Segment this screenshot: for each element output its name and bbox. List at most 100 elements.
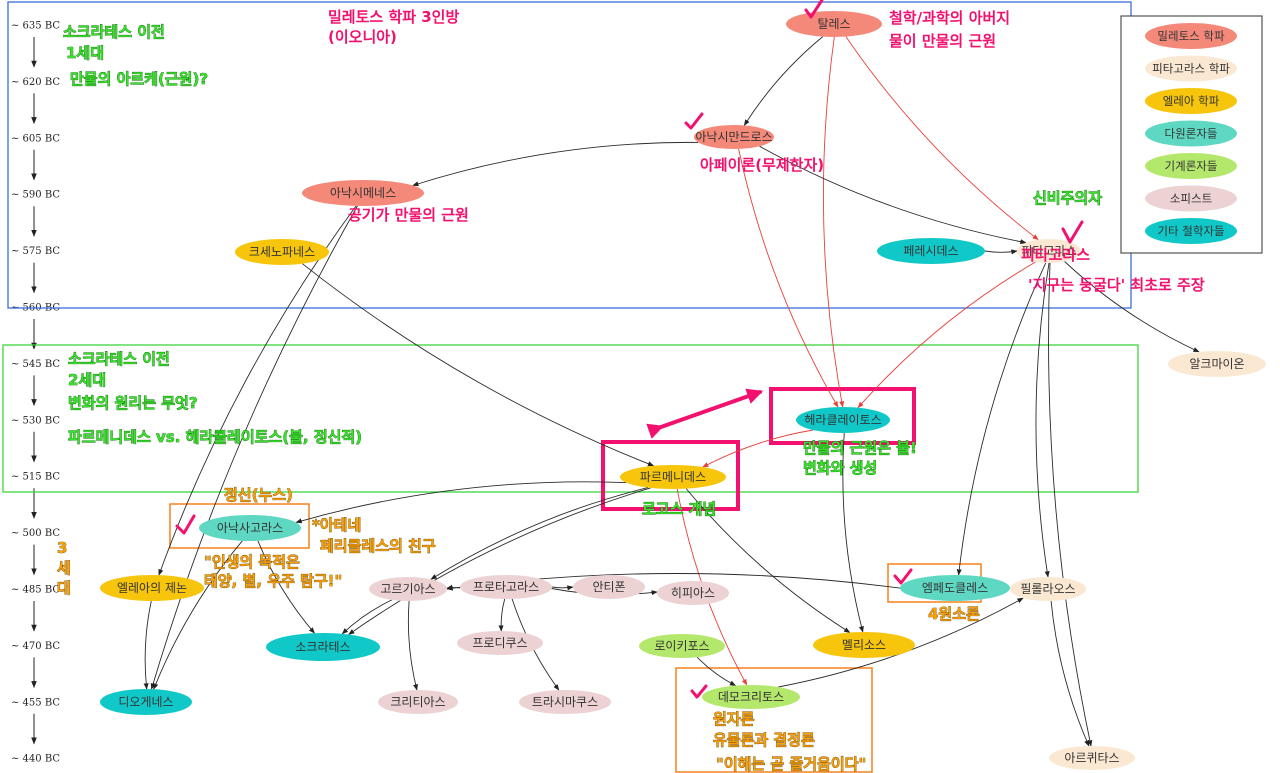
node-shape (235, 239, 329, 265)
era1-question: 만물의 아르케(근원)? (70, 70, 208, 88)
timeline-label: ~ 635 BC (11, 21, 60, 32)
node-anaxagoras[interactable]: 아낙사고라스 (199, 515, 301, 541)
node-parmenides[interactable]: 파르메니데스 (620, 465, 726, 489)
node-democritus[interactable]: 데모크리토스 (702, 685, 800, 709)
node-shape (460, 575, 552, 599)
node-shape (657, 581, 729, 605)
timeline-label: ~ 485 BC (11, 585, 60, 596)
timeline-label: ~ 470 BC (11, 641, 60, 652)
node-shape (620, 465, 726, 489)
legend-label: 밀레토스 학파 (1157, 29, 1225, 43)
legend-swatch (1145, 120, 1237, 147)
node-heraclitus[interactable]: 헤라클레이토스 (796, 407, 890, 433)
four-roots-note: 4원소론 (928, 605, 980, 623)
era2-title: 소크라테스 이전 (68, 350, 170, 368)
edge-parmenides-anaxagoras (295, 481, 627, 524)
node-hippias[interactable]: 히피아스 (657, 581, 729, 605)
node-pherecydes[interactable]: 페레시데스 (877, 238, 985, 264)
legend-label: 기타 철학자들 (1157, 224, 1224, 238)
legend-label: 다원론자들 (1165, 127, 1218, 141)
milesian-region: (이오니아) (328, 28, 397, 46)
node-label: 엘레아의 제논 (117, 581, 187, 595)
edge-philolaus-archytas (1050, 600, 1090, 747)
node-shape (302, 180, 424, 206)
node-shape (813, 632, 915, 658)
node-critias[interactable]: 크리티아스 (378, 690, 458, 714)
node-label: 멜리소스 (842, 638, 886, 652)
era1-generation: 1세대 (66, 44, 104, 62)
gen3-note-1: 3 (57, 539, 67, 557)
check-democritus-icon (690, 684, 708, 699)
node-prodicus[interactable]: 프로디쿠스 (457, 631, 543, 655)
node-alcmaeon[interactable]: 알크마이온 (1168, 351, 1266, 377)
edge-thales-anaximander (743, 36, 824, 126)
node-shape (900, 575, 1010, 601)
era-boxes (2, 1, 1139, 773)
node-zeno[interactable]: 엘레아의 제논 (100, 575, 204, 601)
node-label: 아낙사고라스 (217, 521, 283, 535)
edge-heraclitus-parmenides (702, 429, 814, 468)
edge-anaximander-pythagoras (759, 145, 1027, 245)
node-xenophanes[interactable]: 크세노파네스 (235, 239, 329, 265)
node-protagoras[interactable]: 프로타고라스 (460, 575, 552, 599)
edge-pythagoras-archytas (1048, 262, 1093, 747)
edge-pherecydes-pythagoras (984, 249, 1018, 255)
node-label: 헤라클레이토스 (804, 413, 881, 427)
node-shape (100, 575, 204, 601)
legend-item-other: 기타 철학자들 (1145, 218, 1237, 244)
node-antiphon[interactable]: 안티폰 (573, 575, 645, 599)
legend-swatch (1145, 218, 1237, 244)
thales-note-1: 철학/과학의 아버지 (889, 9, 1010, 27)
edge-anaximander-anaximenes (412, 141, 699, 187)
node-anaximenes[interactable]: 아낙시메네스 (302, 180, 424, 206)
node-shape (796, 407, 890, 433)
edge-protagoras-gorgias (446, 584, 461, 590)
legend-swatch (1145, 153, 1237, 179)
legend-item-mechanist: 기계론자들 (1145, 153, 1237, 179)
legend-label: 피타고라스 학파 (1152, 62, 1230, 76)
node-empedocles[interactable]: 엠페도클레스 (900, 575, 1010, 601)
legend-label: 소피스트 (1170, 192, 1212, 206)
timeline-label: ~ 620 BC (11, 77, 60, 88)
node-shape (199, 515, 301, 541)
atom-note-3: "이해는 곧 즐거움이다" (716, 755, 866, 773)
legend-label: 엘레아 학파 (1163, 94, 1220, 108)
node-shape (266, 633, 380, 661)
era2-question: 변화의 원리는 무엇? (68, 394, 198, 412)
edge-pythagoras-alcmaeon (1064, 261, 1200, 353)
edge-anaxagoras-socrates (257, 540, 315, 634)
node-label: 고르기아스 (380, 582, 435, 596)
node-label: 데모크리토스 (718, 690, 784, 704)
node-melissus[interactable]: 멜리소스 (813, 632, 915, 658)
node-label: 페레시데스 (903, 244, 958, 258)
node-anaximander[interactable]: 아낙시만드로스 (694, 125, 774, 149)
edge-gorgias-critias (407, 600, 418, 691)
timeline-label: ~ 440 BC (11, 754, 60, 765)
node-shape (100, 689, 192, 715)
edge-anaxagoras-diogenes (153, 540, 243, 690)
node-thrasymachus[interactable]: 트라시마쿠스 (519, 690, 611, 714)
node-philolaus[interactable]: 필롤라오스 (1010, 577, 1086, 601)
node-label: 트라시마쿠스 (532, 695, 598, 709)
nous-note: 정신(누스) (224, 486, 293, 504)
node-leucippus[interactable]: 로이키포스 (639, 634, 725, 658)
timeline-label: ~ 500 BC (11, 528, 60, 539)
era2-box (2, 344, 1139, 493)
node-shape (694, 125, 774, 149)
node-diogenes[interactable]: 디오게네스 (100, 689, 192, 715)
edge-protagoras-prodicus (498, 598, 506, 632)
node-shape (519, 690, 611, 714)
node-pythagoras[interactable]: 피타고라스 (1017, 239, 1081, 263)
edge-gorgias-socrates (341, 599, 393, 635)
node-shape (1010, 577, 1086, 601)
timeline-label: ~ 605 BC (11, 133, 60, 144)
node-thales[interactable]: 탈레스 (786, 11, 882, 37)
edge-thales-pythagoras (845, 36, 1039, 241)
node-gorgias[interactable]: 고르기아스 (369, 577, 447, 601)
edge-xenophanes-parmenides (302, 263, 655, 467)
influence-edges (143, 36, 1200, 747)
node-label: 디오게네스 (118, 695, 173, 709)
node-archytas[interactable]: 아르퀴타스 (1049, 746, 1135, 770)
node-socrates[interactable]: 소크라테스 (266, 633, 380, 661)
